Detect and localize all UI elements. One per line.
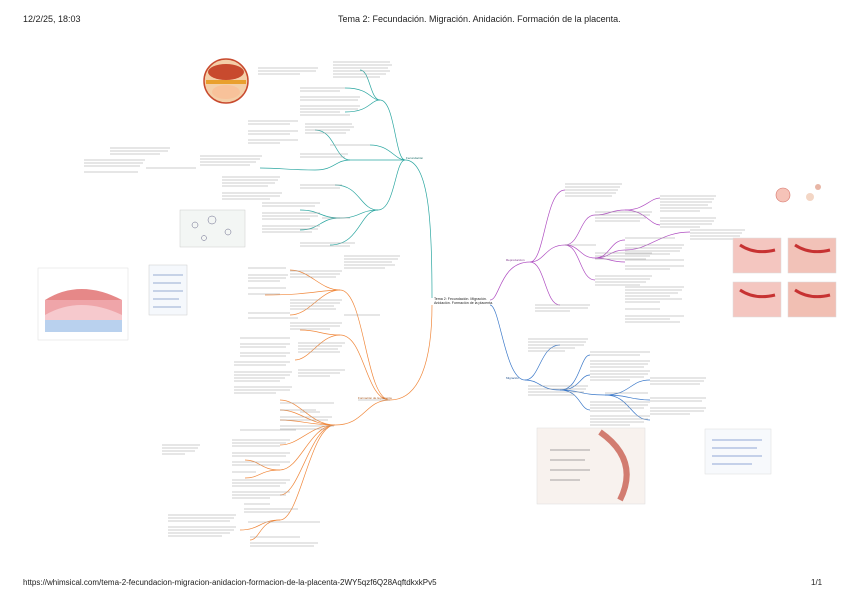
- cell-sketch-image: [179, 209, 246, 248]
- reproduccion-connectors: [489, 189, 691, 306]
- placenta-connectors: [239, 269, 433, 541]
- embryo-circle-image: [203, 58, 249, 104]
- endometrium-diagram-image: [37, 267, 129, 341]
- branch-reproduccion[interactable]: Reproducción: [506, 258, 525, 262]
- page-title: Tema 2: Fecundación. Migración. Anidació…: [338, 14, 621, 24]
- handwritten-notes-image: [148, 264, 188, 316]
- fecundacion-connectors: [259, 69, 433, 299]
- print-url[interactable]: https://whimsical.com/tema-2-fecundacion…: [23, 578, 437, 587]
- blue-notes-image: [704, 428, 772, 475]
- mindmap-center-node[interactable]: Tema 2: Fecundación. Migración. Anidació…: [434, 297, 494, 306]
- page-number: 1/1: [811, 578, 823, 587]
- migracion-connectors: [489, 304, 651, 421]
- placenta-sketch-image: [536, 427, 646, 505]
- embryo-stages-image: [775, 184, 821, 203]
- branch-formacion-placenta[interactable]: Formación de la placenta: [358, 396, 392, 400]
- implantation-images: [732, 237, 837, 318]
- branch-migracion[interactable]: Migración: [506, 376, 520, 380]
- branch-fecundacion[interactable]: Fecundación: [406, 156, 424, 160]
- node-text-lines: [84, 61, 745, 547]
- print-datetime: 12/2/25, 18:03: [23, 14, 81, 24]
